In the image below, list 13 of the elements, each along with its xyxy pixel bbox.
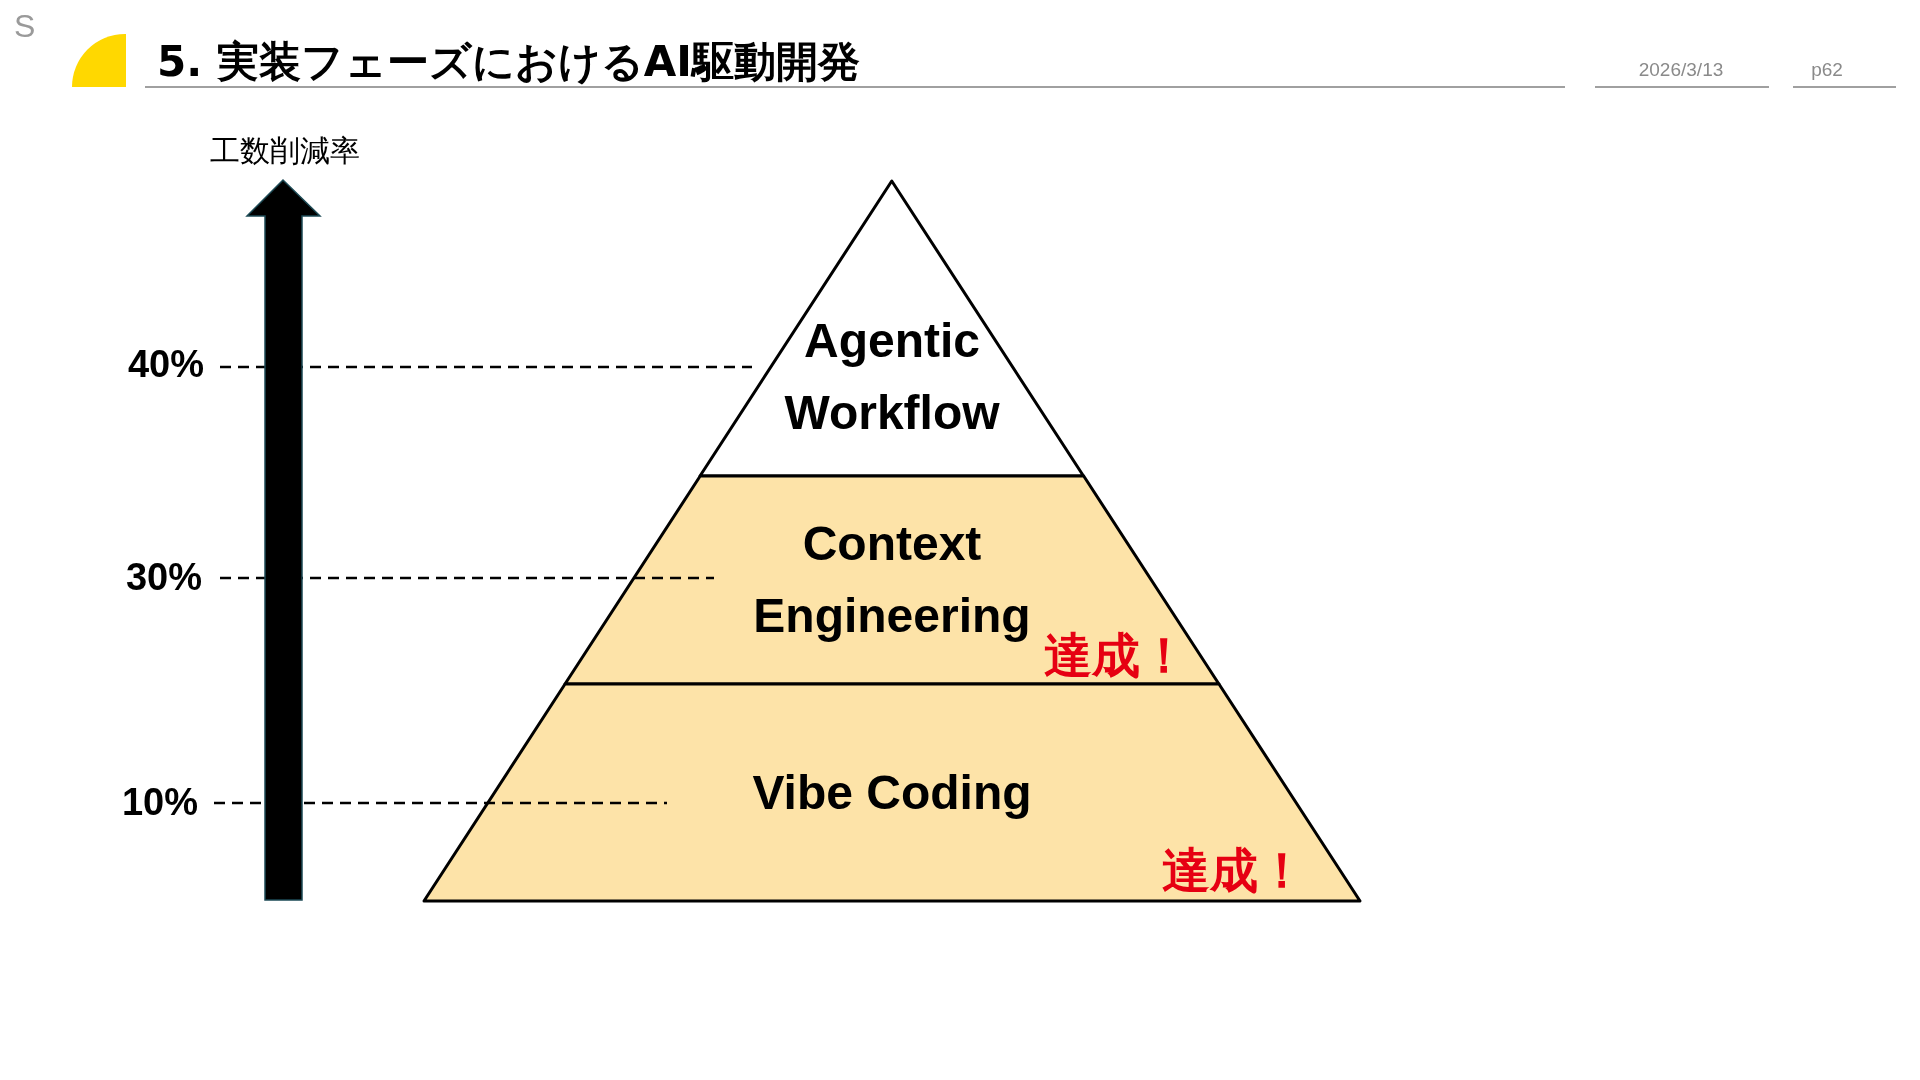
scale-value: 10% xyxy=(121,780,198,826)
achievement-note: 達成！ xyxy=(1162,842,1306,898)
scale-value: 30% xyxy=(125,555,202,601)
slide-title: 5. 実装フェーズにおけるAI駆動開発 xyxy=(157,36,860,88)
date-text: 2026/3/13 xyxy=(1638,58,1724,82)
tier-label: Context Engineering xyxy=(752,516,1032,644)
achievement-note: 達成！ xyxy=(1044,627,1188,683)
page-number: p62 xyxy=(1811,58,1843,82)
slide-marker: S xyxy=(14,7,36,46)
tier-label: Vibe Coding xyxy=(751,765,1033,821)
scale-value: 40% xyxy=(127,342,204,388)
tier-label: Agentic Workflow xyxy=(783,313,1001,441)
axis-title: 工数削減率 xyxy=(210,132,360,170)
